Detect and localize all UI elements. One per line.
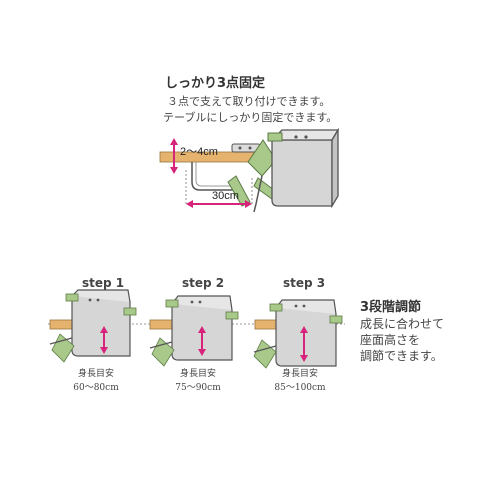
thickness-label: 2〜4cm bbox=[180, 146, 218, 158]
step-3-label: step 3 bbox=[283, 276, 326, 290]
depth-label: 30cm bbox=[212, 190, 239, 202]
three-step-desc-line1: 成長に合わせて bbox=[360, 317, 445, 331]
step-2-seat bbox=[149, 295, 239, 367]
step-2-label: step 2 bbox=[182, 276, 225, 290]
clamp-frame bbox=[191, 162, 238, 191]
three-point-desc-line2: テーブルにしっかり固定できます。 bbox=[163, 111, 338, 124]
step-3-caption-line2: 85〜100cm bbox=[274, 383, 326, 393]
three-point-title: しっかり3点固定 bbox=[165, 76, 266, 91]
three-point-desc-line1: ３点で支えて取り付けできます。 bbox=[167, 95, 331, 108]
step-1-caption-line1: 身長目安 bbox=[77, 369, 114, 379]
seat-body bbox=[271, 139, 333, 207]
three-step-title: 3段階調節 bbox=[360, 300, 422, 315]
step-1-label: step 1 bbox=[82, 276, 125, 290]
three-step-desc-line3: 調節できます。 bbox=[360, 349, 443, 363]
three-step-desc-line2: 座面高さを bbox=[360, 333, 421, 347]
step-2-caption-line2: 75〜90cm bbox=[175, 383, 221, 393]
step-3-seat bbox=[253, 299, 343, 369]
step-3-caption-line1: 身長目安 bbox=[281, 369, 318, 379]
step-2-caption-line1: 身長目安 bbox=[179, 369, 216, 379]
step-1-seat bbox=[49, 289, 137, 363]
step-1-caption-line2: 60〜80cm bbox=[73, 383, 119, 393]
